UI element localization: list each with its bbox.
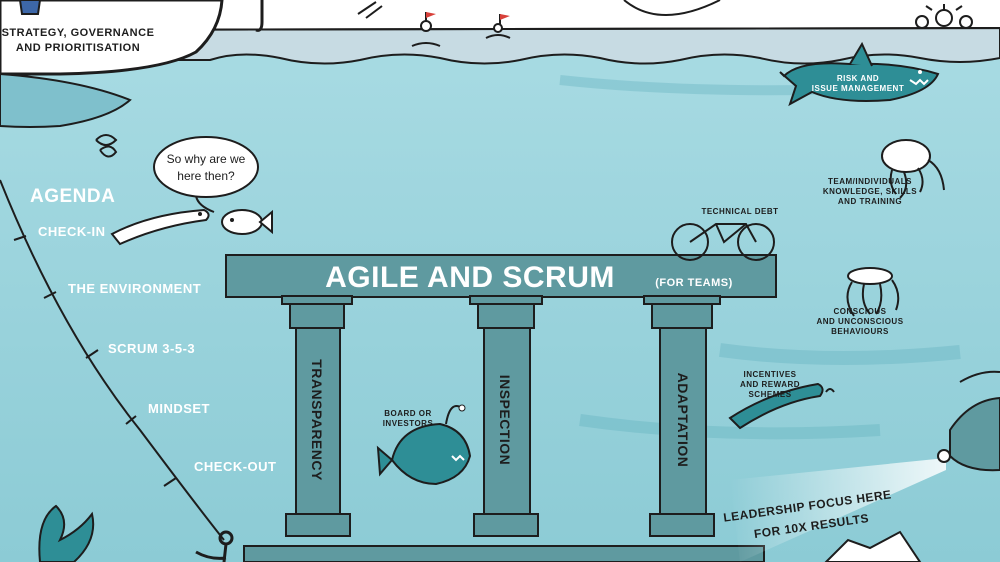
behaviours-line2: AND UNCONSCIOUS	[816, 317, 903, 326]
anchor-chain	[0, 179, 225, 541]
bicycle	[671, 223, 775, 261]
incentives-line2: AND REWARD	[740, 380, 800, 389]
swimmer-1	[411, 12, 441, 47]
buoy	[623, 0, 721, 16]
boat-label-line1: STRATEGY, GOVERNANCE	[2, 27, 155, 39]
hull-shadow	[0, 72, 132, 128]
boat-label-line2: AND PRIORITISATION	[16, 42, 140, 54]
agenda-item-2: THE ENVIRONMENT	[68, 281, 201, 296]
wreck	[824, 530, 922, 562]
shark-label-line1: RISK AND	[837, 74, 879, 83]
anglerfish-line1: BOARD OR	[384, 409, 432, 418]
pillar-adaptation: ADAPTATION	[675, 373, 691, 468]
agenda-item-5: CHECK-OUT	[194, 459, 277, 474]
speech-bubble	[153, 136, 259, 213]
boat-hull	[0, 0, 224, 76]
jellyfish-behaviours	[846, 267, 900, 317]
rain-lines	[357, 1, 383, 19]
agenda-item-3: SCRUM 3-5-3	[108, 341, 195, 356]
speech-line1: So why are we	[167, 152, 246, 166]
team-line2: KNOWLEDGE, SKILLS	[823, 187, 917, 196]
shark-label-line2: ISSUE MANAGEMENT	[812, 84, 904, 93]
light-beam	[730, 458, 946, 562]
temple-title: AGILE AND SCRUM	[325, 261, 615, 294]
pole	[255, 0, 264, 32]
pillar-inspection: INSPECTION	[497, 375, 513, 466]
behaviours-line3: BEHAVIOURS	[831, 327, 889, 336]
speech-line2: here then?	[177, 169, 235, 183]
floating-mines	[915, 4, 973, 29]
seaweed	[38, 504, 95, 562]
swimmer-2	[485, 14, 511, 39]
behaviours-line1: CONSCIOUS	[834, 307, 887, 316]
jellyfish-team	[881, 139, 945, 199]
team-line3: AND TRAINING	[838, 197, 902, 206]
technical-debt-label: TECHNICAL DEBT	[701, 207, 778, 216]
agenda-title: AGENDA	[30, 186, 115, 207]
temple	[225, 254, 777, 562]
anchor	[195, 530, 234, 562]
pillar-transparency: TRANSPARENCY	[309, 359, 325, 481]
incentives-line1: INCENTIVES	[743, 370, 796, 379]
small-fish	[221, 209, 273, 235]
chain-ticks	[13, 235, 177, 487]
submarine	[937, 370, 1000, 472]
agenda-item-1: CHECK-IN	[38, 224, 106, 239]
boat-figure	[18, 0, 42, 15]
anglerfish-line2: INVESTORS	[383, 419, 434, 428]
temple-subtitle: (FOR TEAMS)	[655, 277, 733, 289]
rudder	[95, 134, 118, 158]
incentives-line3: SCHEMES	[748, 390, 791, 399]
team-line1: TEAM/INDIVIDUALS	[828, 177, 912, 186]
eel	[110, 208, 210, 246]
sea-surface	[0, 26, 1000, 65]
agenda-item-4: MINDSET	[148, 401, 210, 416]
anglerfish	[376, 404, 472, 486]
shark	[779, 41, 940, 107]
incentives-eel	[728, 382, 835, 430]
